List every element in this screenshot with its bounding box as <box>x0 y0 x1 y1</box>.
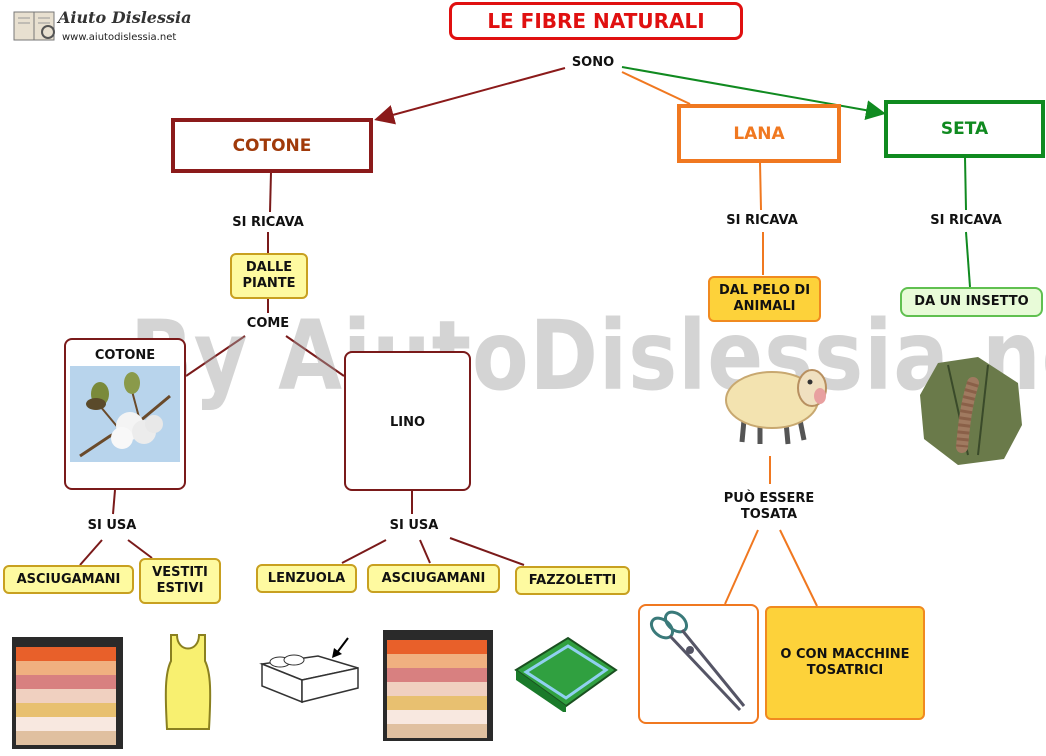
handkerchief-image <box>514 636 618 712</box>
towels-image <box>12 637 123 749</box>
node-lana: LANA <box>677 104 841 163</box>
connector-si-ricava-seta: SI RICAVA <box>930 213 1002 228</box>
connector-puo-essere-tosata: PUÒ ESSERE TOSATA <box>723 491 815 522</box>
use-vestiti-estivi: VESTITI ESTIVI <box>139 558 221 604</box>
connector-sono: SONO <box>571 55 615 70</box>
node-cotone: COTONE <box>171 118 373 173</box>
silkworm-image <box>920 357 1022 465</box>
use-asciugamani-cotone: ASCIUGAMANI <box>3 565 134 594</box>
use-asciugamani-lino: ASCIUGAMANI <box>367 564 500 593</box>
card-lino: LINO <box>344 351 471 491</box>
connector-come: COME <box>246 316 290 331</box>
logo-name: Aiuto Dislessia <box>58 8 192 27</box>
card-cotone-title: COTONE <box>94 348 156 363</box>
sheep-image <box>725 369 827 445</box>
shears-image <box>649 610 746 712</box>
source-dalle-piante: DALLE PIANTE <box>230 253 308 299</box>
use-lenzuola: LENZUOLA <box>256 564 357 593</box>
method-shears-box <box>638 604 759 724</box>
method-macchine-tosatrici: O CON MACCHINE TOSATRICI <box>765 606 925 720</box>
node-seta: SETA <box>884 100 1045 158</box>
cotton-plant-image <box>70 366 180 462</box>
tank-top-image <box>164 634 212 730</box>
source-dal-pelo-di-animali: DAL PELO DI ANIMALI <box>708 276 821 322</box>
connector-si-ricava-lana: SI RICAVA <box>726 213 798 228</box>
logo-url: www.aiutodislessia.net <box>62 32 177 43</box>
connector-si-usa-lino: SI USA <box>389 518 439 533</box>
source-da-un-insetto: DA UN INSETTO <box>900 287 1043 317</box>
card-cotone: COTONE <box>64 338 186 490</box>
book-logo-icon <box>13 11 55 41</box>
card-lino-title: LINO <box>389 415 426 430</box>
bed-image <box>259 637 359 704</box>
page-title: LE FIBRE NATURALI <box>449 2 743 40</box>
towels-image-2 <box>383 630 493 741</box>
connector-si-usa-cotone: SI USA <box>87 518 137 533</box>
logo[interactable]: Aiuto Dislessia www.aiutodislessia.net <box>12 6 191 46</box>
connector-si-ricava-cotone: SI RICAVA <box>232 215 304 230</box>
use-fazzoletti: FAZZOLETTI <box>515 566 630 595</box>
